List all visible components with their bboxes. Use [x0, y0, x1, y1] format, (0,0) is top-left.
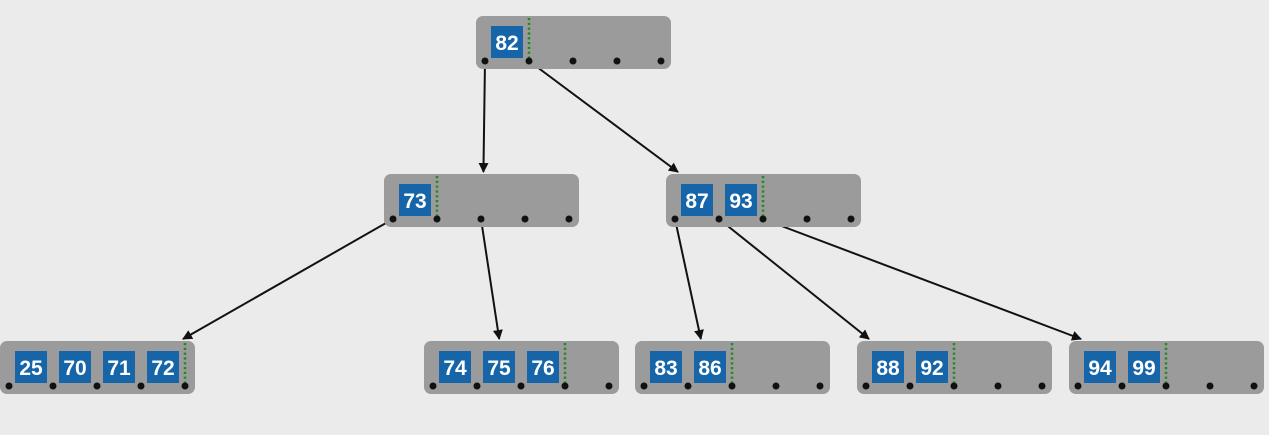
key-label: 93: [729, 190, 752, 213]
pointer-dot: [93, 382, 101, 390]
pointer-dot: [671, 215, 679, 223]
pointer-dot: [657, 57, 665, 65]
key-box: [399, 184, 431, 216]
pointer-dot: [525, 57, 533, 65]
key-label: 73: [403, 190, 426, 213]
pointer-dot: [684, 382, 692, 390]
pointer-dot: [640, 382, 648, 390]
pointer-dot: [816, 382, 824, 390]
btree-node-n73: 73: [384, 174, 579, 227]
key-box: [1084, 351, 1116, 383]
pointer-dot: [1074, 382, 1082, 390]
edge-n73-to-l1: [182, 218, 394, 340]
edge-n8793-to-l3: [674, 218, 704, 340]
pointer-dot: [181, 382, 189, 390]
key-box: [650, 351, 682, 383]
btree-node-l5: 94 99: [1069, 341, 1264, 394]
pointer-dot: [561, 382, 569, 390]
edges-layer: [182, 60, 1082, 341]
node-background: [424, 341, 619, 394]
key-box: [694, 351, 726, 383]
key-box: [491, 26, 523, 58]
pointer-dot: [1162, 382, 1170, 390]
edge-root-to-n8793: [528, 60, 679, 173]
pointer-dot: [49, 382, 57, 390]
key-label: 74: [443, 357, 467, 380]
pointer-dot: [1118, 382, 1126, 390]
pointer-dot: [473, 382, 481, 390]
key-box: [527, 351, 559, 383]
pointer-dot: [5, 382, 13, 390]
key-label: 94: [1088, 357, 1112, 380]
pointer-dot: [862, 382, 870, 390]
edge-n73-to-l2: [480, 218, 503, 340]
pointer-dot: [605, 382, 613, 390]
key-label: 71: [107, 357, 131, 380]
key-box: [483, 351, 515, 383]
btree-node-l2: 74 75 76: [424, 341, 619, 394]
node-background: [476, 16, 671, 69]
pointer-dot: [847, 215, 855, 223]
pointer-dot: [389, 215, 397, 223]
pointer-dot: [429, 382, 437, 390]
btree-node-n8793: 87 93: [666, 174, 861, 227]
edge-n8793-to-l5: [762, 218, 1082, 341]
key-label: 72: [151, 357, 174, 380]
key-box: [1128, 351, 1160, 383]
pointer-dot: [994, 382, 1002, 390]
btree-node-l1: 25 70 71 72: [0, 341, 195, 394]
pointer-dot: [803, 215, 811, 223]
key-box: [15, 351, 47, 383]
key-label: 76: [531, 357, 554, 380]
key-label: 88: [876, 357, 900, 380]
btree-node-root: 82: [476, 16, 671, 69]
key-label: 83: [654, 357, 677, 380]
key-box: [681, 184, 713, 216]
key-label: 82: [495, 32, 518, 55]
key-box: [103, 351, 135, 383]
key-label: 86: [698, 357, 721, 380]
pointer-dot: [481, 57, 489, 65]
node-background: [384, 174, 579, 227]
key-label: 70: [63, 357, 86, 380]
btree-node-l3: 83 86: [635, 341, 830, 394]
pointer-dot: [521, 215, 529, 223]
key-label: 87: [685, 190, 708, 213]
edge-n8793-to-l4: [718, 218, 870, 340]
edge-root-to-n73: [478, 60, 489, 173]
pointer-dot: [477, 215, 485, 223]
key-label: 75: [487, 357, 511, 380]
key-box: [872, 351, 904, 383]
node-background: [0, 341, 195, 394]
pointer-dot: [137, 382, 145, 390]
key-label: 99: [1132, 357, 1155, 380]
pointer-dot: [613, 57, 621, 65]
pointer-dot: [517, 382, 525, 390]
pointer-dot: [772, 382, 780, 390]
pointer-dot: [759, 215, 767, 223]
btree-node-l4: 88 92: [857, 341, 1052, 394]
nodes-layer: 82 73 87 93 25 70 71 72 74 75 76 83 86 88 92 94 99: [0, 16, 1264, 394]
pointer-dot: [1206, 382, 1214, 390]
key-box: [147, 351, 179, 383]
key-label: 92: [920, 357, 943, 380]
pointer-dot: [1250, 382, 1258, 390]
key-box: [725, 184, 757, 216]
pointer-dot: [433, 215, 441, 223]
key-box: [439, 351, 471, 383]
pointer-dot: [1038, 382, 1046, 390]
pointer-dot: [569, 57, 577, 65]
key-label: 25: [19, 357, 43, 380]
pointer-dot: [950, 382, 958, 390]
pointer-dot: [906, 382, 914, 390]
pointer-dot: [565, 215, 573, 223]
pointer-dot: [715, 215, 723, 223]
pointer-dot: [728, 382, 736, 390]
key-box: [59, 351, 91, 383]
key-box: [916, 351, 948, 383]
